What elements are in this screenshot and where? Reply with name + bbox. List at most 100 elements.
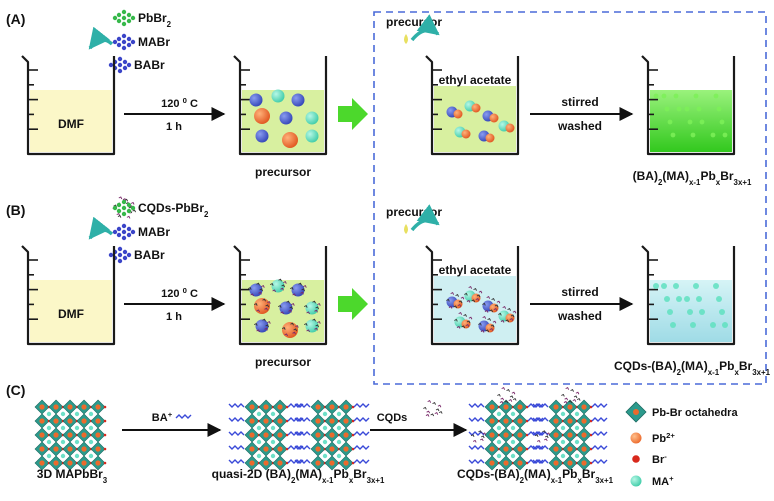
precursor-ion-cqd-cqd — [306, 329, 310, 333]
antisolvent-ion-cqd-cqd — [496, 300, 501, 304]
cqd-lattice-2-surface-cqd — [544, 435, 549, 439]
antisolvent-beaker — [425, 245, 520, 346]
dmf-beaker-glass — [21, 55, 116, 156]
mabr-cluster-dot — [121, 229, 127, 235]
cqd-lattice-1-ba-chain — [527, 403, 544, 408]
cqd-lattice-1-ma — [510, 439, 516, 445]
legend-octahedron-core — [633, 409, 639, 415]
mabr-cluster-dot — [116, 232, 122, 238]
quasi2d-lattice-2-pb — [329, 460, 335, 466]
pbbr2-cluster-dot — [121, 21, 127, 27]
quasi2d-lattice-1-ba-chain — [228, 459, 245, 464]
quasi2d-lattice-2-ba-chain — [353, 431, 370, 436]
mapbbr3-lattice-ma — [88, 411, 94, 417]
mapbbr3-lattice-pb — [95, 460, 101, 466]
cqd-lattice-2-pb — [567, 432, 573, 438]
quasi2d-lattice-2-ba-chain — [353, 403, 370, 408]
product-particle — [699, 119, 705, 125]
quasi2d-lattice-1-ma — [256, 411, 262, 417]
legend-ma-label: MA+ — [652, 474, 674, 489]
precursor-ion-cqd-cqd — [259, 288, 264, 292]
quasi2d-lattice-2-br — [351, 461, 355, 465]
quasi2d-lattice-2-pb — [329, 404, 335, 410]
precursor-ion-cqd-cqd — [247, 287, 252, 290]
precursor-ion — [254, 108, 270, 124]
precursor-ion-cqd-cqd — [267, 321, 271, 324]
product-label-part: Br — [720, 169, 734, 183]
legend-ma-label-main: MA — [652, 476, 669, 488]
transfer-arrow — [338, 98, 368, 130]
product-label-part: (MA) — [662, 169, 689, 183]
reagent-mabr: MABr — [138, 35, 170, 49]
mapbbr3-lattice-pb — [39, 404, 45, 410]
antisolvent-ion-cqd-cqd — [446, 298, 450, 302]
time-label: 1 h — [166, 121, 182, 133]
antisolvent-ion-cqd-cqd — [491, 298, 495, 301]
mabr-cluster-dot — [130, 229, 136, 235]
quasi2d-lattice-1-ma — [256, 425, 262, 431]
antisolvent-ion-cqd-cqd — [510, 314, 515, 318]
cqd-arrow-label: CQDs — [377, 412, 408, 424]
precursor-ion-cqd-cqd — [280, 287, 284, 291]
quasi2d-lattice-1-pb — [277, 446, 283, 452]
add-reagent-arrow — [88, 216, 114, 240]
cqd-lattice-2-pb — [567, 404, 573, 410]
mapbbr3-lattice-br — [103, 405, 107, 409]
product-particle — [684, 106, 690, 112]
antisolvent-ion-cqd-cqd — [492, 320, 497, 324]
mapbbr3-lattice-pb — [67, 418, 73, 424]
mabr-cluster-dot — [121, 39, 127, 45]
quasi2d-lattice-1-br — [285, 405, 289, 409]
product-particle — [673, 283, 679, 289]
cqd-lattice-1-ba-chain — [468, 431, 485, 436]
babr-cluster-dot — [117, 252, 123, 258]
precursor-beaker-glass — [233, 55, 328, 156]
quasi2d-lattice-2-pb — [343, 446, 349, 452]
cqd-lattice-1-pb — [503, 418, 509, 424]
quasi2d-lattice-1-pb — [263, 404, 269, 410]
cqd-lattice-2-surface-cqd — [534, 434, 539, 437]
cqd-icon-cqd — [425, 413, 430, 417]
cqd-icon-cqd — [430, 413, 435, 417]
cqd-lattice-2-surface-cqd — [542, 430, 546, 434]
precursor-ion-cqd-cqd — [286, 300, 290, 304]
cqd-lattice-2-pb — [567, 418, 573, 424]
antisolvent-ion-cqd-cqd — [471, 299, 476, 303]
quasi2d-lattice-2-br — [351, 447, 355, 451]
precursor-ion-cqd-cqd — [258, 291, 262, 295]
cqd-lattice-1-pb — [517, 432, 523, 438]
cqd-product-label-sub: 3x+1 — [595, 476, 613, 485]
dmf-beaker-liquid — [30, 90, 112, 152]
antisolvent-ion-cqd-cqd — [465, 324, 470, 327]
cqd-lattice-2-br — [589, 433, 593, 437]
cqd-product-label-part: (MA) — [524, 467, 551, 481]
mapbbr3-lattice-ma — [46, 425, 52, 431]
quasi2d-lattice-2-pb — [315, 404, 321, 410]
legend-br-label-main: Br — [652, 454, 665, 466]
antisolvent-ion-cqd-cqd — [509, 318, 514, 321]
pbbr2-cluster-dot — [116, 18, 122, 24]
precursor-ion-cqd-cqd — [267, 301, 271, 304]
precursor-ion-cqd-cqd — [315, 306, 320, 310]
cqd-lattice-1-ba-chain — [468, 459, 485, 464]
product-label-part: CQDs-(BA) — [614, 359, 677, 373]
antisolvent-ion-cqd-cqd — [502, 306, 507, 309]
antisolvent-ion-cqd-cqd — [482, 302, 486, 306]
quasi2d-lattice-1-ma — [270, 439, 276, 445]
precursor-ion-cqd-cqd — [289, 306, 294, 310]
cqd-lattice-1-ma — [510, 411, 516, 417]
antisolvent-ion-br — [505, 123, 515, 133]
mapbbr3-lattice-br — [103, 433, 107, 437]
cqd-lattice-2-pb — [581, 446, 587, 452]
mabr-cluster-dot — [121, 45, 127, 51]
antisolvent-ion-cqd-cqd — [507, 308, 511, 311]
antisolvent-ion-cqd-cqd — [482, 316, 487, 319]
cqd-product-label-part: Br — [582, 467, 596, 481]
precursor-drop-label: precursor — [386, 205, 442, 219]
cqd-lattice-2-surface-cqd — [536, 439, 541, 443]
cqd-lattice-1-surface-cqd — [480, 438, 484, 442]
quasi2d-lattice-1-pb — [263, 432, 269, 438]
precursor-ion-cqd-cqd — [303, 323, 308, 326]
cqd-lattice-1-pb — [489, 446, 495, 452]
